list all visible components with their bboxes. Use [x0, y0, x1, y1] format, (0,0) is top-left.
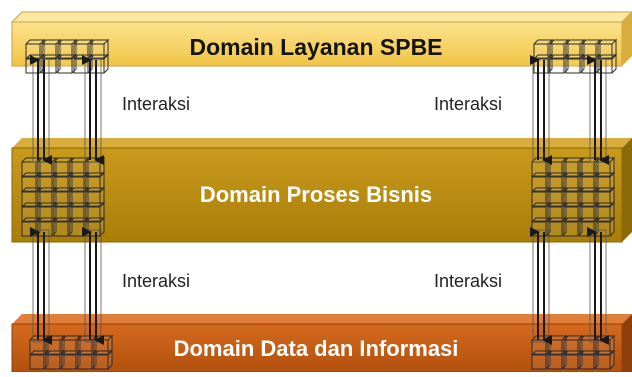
cube-grid-bottom-left-cube	[45, 349, 66, 370]
arrow-lower-right-1	[530, 227, 552, 345]
layer-bottom-label: Domain Data dan Informasi	[173, 336, 459, 361]
cube-grid-middle-left-cube	[85, 201, 106, 222]
cube-grid-top-left-cube	[25, 38, 46, 59]
cube-grid-middle-left-cube	[85, 171, 106, 192]
cube-grid-middle-left-cube	[21, 156, 42, 177]
cube-grid-middle-left	[21, 156, 106, 237]
cube-grid-middle-right-cube	[547, 216, 568, 237]
cube-grid-middle-right-cube	[595, 171, 616, 192]
cube-grid-middle-right-cube	[563, 186, 584, 207]
cube-grid-middle-left-cube	[21, 201, 42, 222]
cube-grid-middle-right-cube	[531, 171, 552, 192]
cube-grid-middle-right-cube	[595, 201, 616, 222]
cube-grid-bottom-left-cube	[93, 349, 114, 370]
layer-middle-slab	[11, 138, 632, 243]
cube-grid-middle-left-cube	[53, 216, 74, 237]
cube-grid-middle-left-cube	[53, 201, 74, 222]
cube-grid-top-right-cube	[597, 38, 618, 59]
cube-grid-middle-left-cube	[37, 216, 58, 237]
cube-grid-top-left-cube	[89, 38, 110, 59]
layer-top-slab	[10, 11, 632, 67]
cube-grid-top-right-cube	[549, 38, 570, 59]
cube-grid-bottom-right-cube	[547, 349, 568, 370]
cube-grid-middle-right-cube	[579, 186, 600, 207]
cube-grid-bottom-left-cube	[29, 349, 50, 370]
cube-grid-middle-right-cube	[595, 186, 616, 207]
cube-grid-top-left-cube	[41, 38, 62, 59]
cube-grid-bottom-left-cube	[61, 349, 82, 370]
cube-grid-middle-right-cube	[563, 216, 584, 237]
cube-clusters	[21, 38, 618, 370]
cube-grid-middle-left-cube	[85, 186, 106, 207]
layer-top-label: Domain Layanan SPBE	[189, 34, 443, 60]
cube-grid-middle-right-cube	[547, 171, 568, 192]
arrow-upper-right-2	[587, 55, 609, 165]
cube-grid-bottom-right-cube	[563, 349, 584, 370]
cube-grid-bottom-right-cube	[595, 349, 616, 370]
cube-grid-bottom-right-cube	[531, 349, 552, 370]
arrow-upper-left-2	[82, 55, 104, 165]
interaction-label-upper-right: Interaksi	[434, 94, 503, 114]
cube-grid-middle-right-cube	[563, 156, 584, 177]
cube-grid-top-left-cube	[73, 38, 94, 59]
cube-grid-top-left-cube	[57, 53, 78, 74]
cube-grid-middle-right-cube	[547, 156, 568, 177]
cube-grid-bottom-left-cube	[77, 349, 98, 370]
arrow-lower-left-1	[30, 227, 52, 345]
cube-grid-middle-right-cube	[531, 216, 552, 237]
arrow-upper-right-1	[530, 55, 552, 165]
cube-grid-middle-right	[531, 156, 616, 237]
cube-grid-middle-right-cube	[595, 216, 616, 237]
cube-grid-middle-right-cube	[563, 171, 584, 192]
cube-grid-middle-left-cube	[37, 201, 58, 222]
cube-grid-middle-right-cube	[547, 186, 568, 207]
cube-grid-middle-right-cube	[563, 201, 584, 222]
cube-grid-middle-left-cube	[53, 171, 74, 192]
cube-grid-bottom-right	[531, 334, 616, 370]
cube-grid-top-right-cube	[597, 53, 618, 74]
cube-grid-middle-left-cube	[69, 171, 90, 192]
cube-grid-bottom-right-cube	[579, 334, 600, 355]
interaction-arrows	[30, 55, 609, 345]
interaction-label-lower-left: Interaksi	[122, 271, 191, 291]
cube-grid-middle-left-cube	[69, 156, 90, 177]
layer-middle-label: Domain Proses Bisnis	[199, 182, 433, 207]
arrow-upper-left-1	[30, 55, 52, 165]
arrow-lower-right-2	[587, 227, 609, 345]
cube-grid-middle-left-cube	[53, 156, 74, 177]
arrow-lower-left-2	[82, 227, 104, 345]
interaction-label-lower-right: Interaksi	[434, 271, 503, 291]
cube-grid-middle-left-cube	[21, 171, 42, 192]
interaction-label-upper-left: Interaksi	[122, 94, 191, 114]
